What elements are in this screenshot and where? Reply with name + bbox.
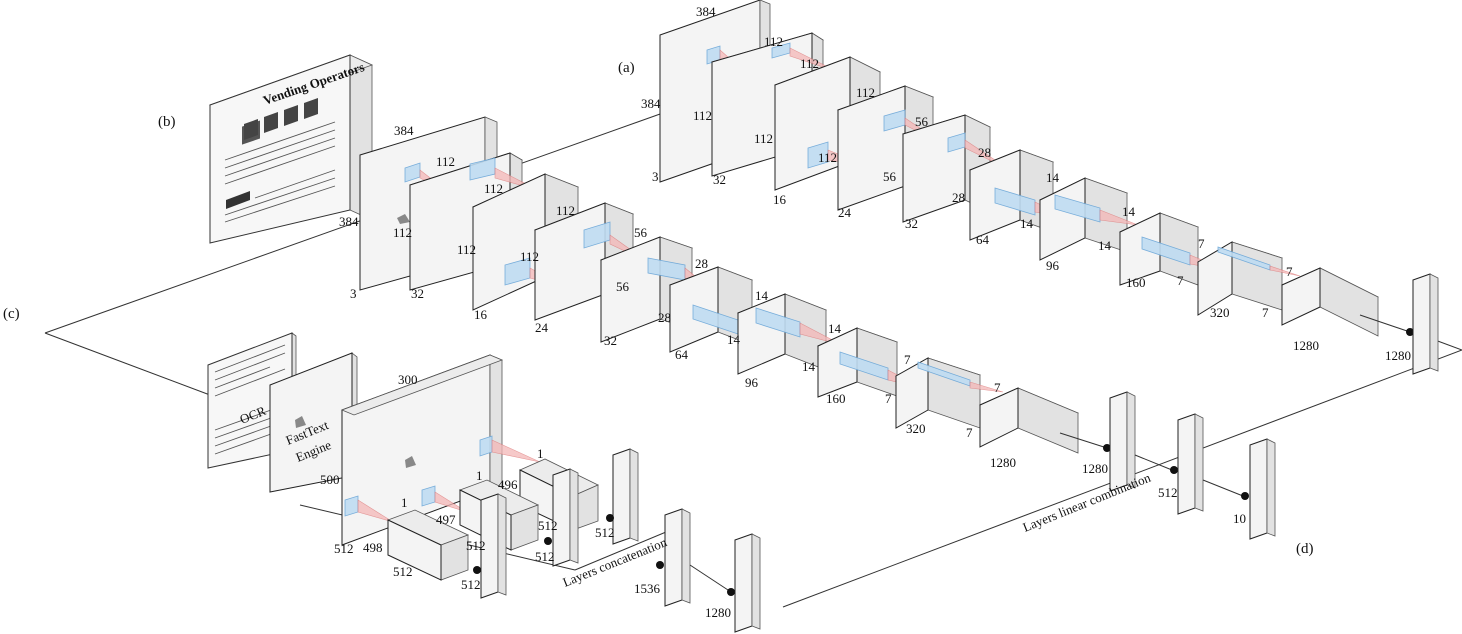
svg-text:16: 16 <box>773 192 787 207</box>
panel-label-a: (a) <box>618 60 635 76</box>
svg-text:300: 300 <box>398 372 418 387</box>
svg-text:112: 112 <box>484 181 503 196</box>
dim-labels-b: 384 384 3 112 112 112 32 112 112 16 112 … <box>339 123 1016 470</box>
svg-text:56: 56 <box>634 225 648 240</box>
svg-text:384: 384 <box>641 96 661 111</box>
svg-text:16: 16 <box>474 307 488 322</box>
dim-labels-text: 300 500 1 1 497 512 496 512 1 498 512 51… <box>320 372 731 620</box>
svg-text:24: 24 <box>535 320 549 335</box>
svg-text:384: 384 <box>696 4 716 19</box>
svg-text:112: 112 <box>818 150 837 165</box>
svg-text:64: 64 <box>976 232 990 247</box>
svg-text:512: 512 <box>538 518 558 533</box>
svg-text:512: 512 <box>461 577 481 592</box>
svg-text:500: 500 <box>320 472 340 487</box>
svg-text:1280: 1280 <box>705 605 731 620</box>
svg-text:7: 7 <box>1286 264 1293 279</box>
svg-text:384: 384 <box>339 214 359 229</box>
svg-text:24: 24 <box>838 205 852 220</box>
svg-text:32: 32 <box>604 333 617 348</box>
svg-text:7: 7 <box>966 425 973 440</box>
svg-text:96: 96 <box>745 375 759 390</box>
text-cnn <box>295 354 761 633</box>
svg-text:512: 512 <box>595 525 615 540</box>
svg-text:160: 160 <box>826 391 846 406</box>
svg-text:320: 320 <box>906 421 926 436</box>
svg-text:112: 112 <box>800 56 819 71</box>
svg-text:1: 1 <box>476 468 483 483</box>
svg-text:112: 112 <box>436 154 455 169</box>
svg-text:1536: 1536 <box>634 581 661 596</box>
svg-text:112: 112 <box>764 34 783 49</box>
svg-text:7: 7 <box>885 391 892 406</box>
svg-text:497: 497 <box>436 512 456 527</box>
vector-label-b1: 1280 <box>1082 461 1108 476</box>
svg-text:56: 56 <box>616 279 630 294</box>
svg-text:498: 498 <box>363 540 383 555</box>
svg-text:7: 7 <box>1262 305 1269 320</box>
svg-text:512: 512 <box>334 541 354 556</box>
svg-text:56: 56 <box>915 114 929 129</box>
svg-text:112: 112 <box>520 249 539 264</box>
svg-text:112: 112 <box>754 131 773 146</box>
svg-text:1: 1 <box>537 446 544 461</box>
svg-text:112: 112 <box>693 108 712 123</box>
panel-labels: (a) (b) (c) (d) <box>3 60 1314 557</box>
svg-text:112: 112 <box>457 242 476 257</box>
svg-text:320: 320 <box>1210 305 1230 320</box>
panel-label-d: (d) <box>1296 541 1314 557</box>
svg-text:28: 28 <box>978 145 991 160</box>
svg-text:14: 14 <box>1020 216 1034 231</box>
image-cnn-b <box>359 116 1276 540</box>
svg-text:14: 14 <box>727 332 741 347</box>
svg-text:28: 28 <box>952 190 965 205</box>
dim-labels-a: 384 384 3 112 112 112 32 112 112 16 112 … <box>641 4 1319 353</box>
svg-text:56: 56 <box>883 169 897 184</box>
svg-text:3: 3 <box>652 169 659 184</box>
panel-label-c: (c) <box>3 306 20 322</box>
svg-text:32: 32 <box>905 216 918 231</box>
vector-label-b3: 10 <box>1233 511 1246 526</box>
image-cnn-a <box>659 0 1439 375</box>
svg-text:14: 14 <box>755 288 769 303</box>
svg-text:96: 96 <box>1046 258 1060 273</box>
svg-text:14: 14 <box>1046 170 1060 185</box>
svg-text:28: 28 <box>695 256 708 271</box>
vector-label-a: 1280 <box>1385 348 1411 363</box>
svg-text:7: 7 <box>994 380 1001 395</box>
svg-text:3: 3 <box>350 286 357 301</box>
svg-text:64: 64 <box>675 347 689 362</box>
svg-text:1: 1 <box>401 495 408 510</box>
svg-text:496: 496 <box>498 477 518 492</box>
svg-text:1280: 1280 <box>990 455 1016 470</box>
svg-text:14: 14 <box>828 321 842 336</box>
svg-text:32: 32 <box>411 286 424 301</box>
svg-text:1280: 1280 <box>1293 338 1319 353</box>
svg-text:112: 112 <box>556 203 575 218</box>
panel-label-b: (b) <box>158 114 176 130</box>
svg-text:7: 7 <box>1177 273 1184 288</box>
svg-text:28: 28 <box>658 310 671 325</box>
svg-text:160: 160 <box>1126 275 1146 290</box>
svg-text:7: 7 <box>1198 236 1205 251</box>
svg-text:384: 384 <box>394 123 414 138</box>
svg-text:112: 112 <box>856 85 875 100</box>
svg-text:512: 512 <box>393 564 413 579</box>
linear-caption: Layers linear combination <box>1021 470 1154 535</box>
svg-text:512: 512 <box>535 549 555 564</box>
svg-text:14: 14 <box>1122 204 1136 219</box>
svg-text:14: 14 <box>1098 238 1112 253</box>
svg-text:14: 14 <box>802 359 816 374</box>
svg-text:7: 7 <box>904 352 911 367</box>
svg-text:112: 112 <box>393 225 412 240</box>
svg-text:32: 32 <box>713 172 726 187</box>
svg-text:512: 512 <box>466 538 486 553</box>
vector-label-b2: 512 <box>1158 485 1178 500</box>
